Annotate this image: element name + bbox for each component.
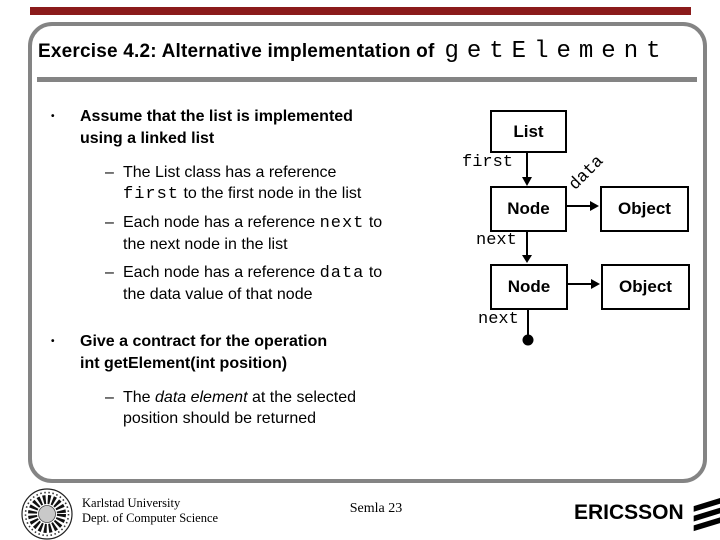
bullet-dot-marker: • xyxy=(51,336,55,347)
bullet-dot-marker: • xyxy=(51,111,55,122)
slide-title-code: getElement xyxy=(444,38,669,65)
bullet-dash-marker: – xyxy=(105,164,114,181)
seal-center xyxy=(38,505,56,523)
diagram-label-first: first xyxy=(462,153,514,172)
bullet-dash-marker: – xyxy=(105,389,114,406)
ericsson-bars-icon xyxy=(693,497,720,532)
title-divider-rule xyxy=(37,77,697,82)
slide-title: Exercise 4.2: Alternative implementation… xyxy=(38,38,698,65)
university-seal-logo xyxy=(21,488,73,540)
slide-title-text: Exercise 4.2: Alternative implementation… xyxy=(38,41,435,62)
diagram-box-object-2: Object xyxy=(601,264,690,310)
diagram-box-object-1: Object xyxy=(600,186,689,232)
slide-frame xyxy=(28,22,707,483)
slide-number-label: Semla 23 xyxy=(349,501,403,516)
organization-text: Karlstad University Dept. of Computer Sc… xyxy=(82,496,218,526)
ericsson-logo: ERICSSON xyxy=(574,497,720,532)
ericsson-wordmark: ERICSSON xyxy=(574,501,684,524)
organization-line-2: Dept. of Computer Science xyxy=(82,511,219,525)
top-accent-bar xyxy=(30,7,691,15)
diagram-box-list: List xyxy=(490,110,567,153)
diagram-label-next-2: next xyxy=(478,310,519,329)
diagram-box-node-2: Node xyxy=(490,264,568,310)
bullet-dash-marker: – xyxy=(105,264,114,281)
diagram-box-node-1: Node xyxy=(490,186,567,232)
organization-line-1: Karlstad University xyxy=(82,496,181,510)
bullet-dash-marker: – xyxy=(105,214,114,231)
diagram-label-next-1: next xyxy=(476,231,517,250)
